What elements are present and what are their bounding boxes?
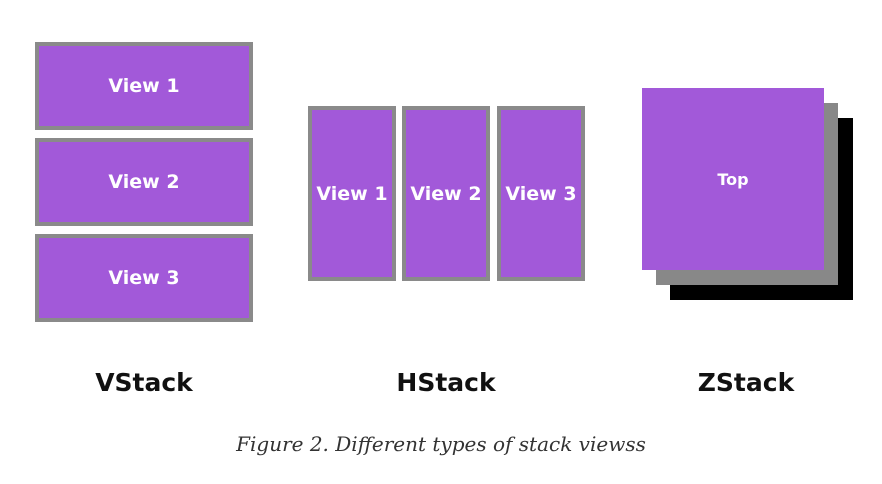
vstack-view-2-label: View 2 xyxy=(108,171,180,193)
hstack-view-1: View 1 xyxy=(308,106,396,281)
hstack-view-1-label: View 1 xyxy=(316,182,388,205)
zstack-top-layer: Top xyxy=(642,88,824,270)
hstack-view-3-label: View 3 xyxy=(505,182,577,205)
zstack-top-label: Top xyxy=(717,169,749,189)
vstack-view-1-label: View 1 xyxy=(108,75,180,97)
figure-caption: Figure 2. Different types of stack views… xyxy=(236,432,646,456)
vstack-view-2: View 2 xyxy=(35,138,253,226)
vstack-view-3: View 3 xyxy=(35,234,253,322)
hstack-view-2-label: View 2 xyxy=(410,182,482,205)
vstack-title: VStack xyxy=(95,368,193,397)
hstack-view-3: View 3 xyxy=(497,106,585,281)
hstack-view-2: View 2 xyxy=(402,106,490,281)
vstack-view-1: View 1 xyxy=(35,42,253,130)
vstack-view-3-label: View 3 xyxy=(108,267,180,289)
hstack-title: HStack xyxy=(396,368,496,397)
zstack-title: ZStack xyxy=(697,368,795,397)
